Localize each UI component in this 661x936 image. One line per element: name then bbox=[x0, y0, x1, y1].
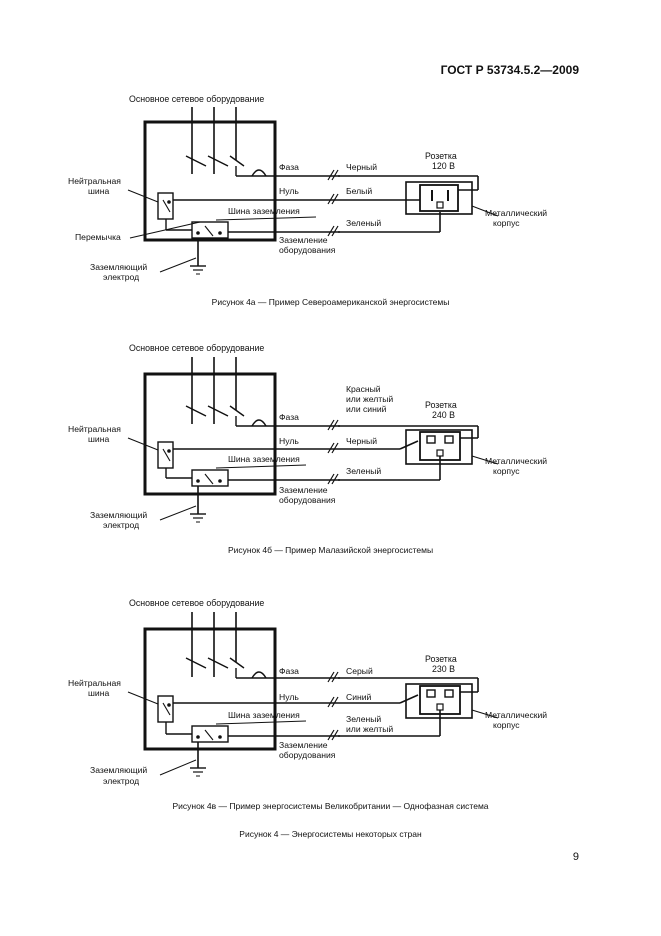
jumper-label: Перемычка bbox=[75, 232, 121, 242]
document-header: ГОСТ Р 53734.5.2—2009 bbox=[440, 63, 579, 77]
metal-case bbox=[405, 683, 473, 719]
equipment-box bbox=[143, 372, 277, 496]
metal-case bbox=[405, 181, 473, 215]
ground-bus bbox=[191, 221, 229, 239]
ground-bus bbox=[191, 725, 229, 743]
figure-caption-4b: Рисунок 4б — Пример Малазийской энергоси… bbox=[227, 545, 434, 555]
neutral-label: Нуль bbox=[279, 186, 299, 196]
diagram-svg: Основное сетевое оборудование Фаза Серый… bbox=[68, 598, 547, 786]
equipment-label: Основное сетевое оборудование bbox=[129, 598, 264, 608]
ground-bus bbox=[191, 469, 229, 487]
neutral-color-label: Синий bbox=[346, 692, 372, 702]
phase-label: Фаза bbox=[279, 412, 299, 422]
diagram-malaysia: Основное сетевое оборудование Фаза Красн… bbox=[0, 338, 661, 553]
equipment-label: Основное сетевое оборудование bbox=[129, 343, 264, 353]
figure-caption-4c: Рисунок 4в — Пример энергосистемы Велико… bbox=[172, 801, 489, 811]
ground-bus-label: Шина заземления bbox=[228, 454, 300, 464]
page-number: 9 bbox=[572, 851, 579, 863]
neutral-color-label: Черный bbox=[346, 436, 377, 446]
neutral-color-label: Белый bbox=[346, 186, 372, 196]
neutral-bus bbox=[157, 695, 174, 723]
figure-caption-4: Рисунок 4 — Энергосистемы некоторых стра… bbox=[239, 829, 422, 839]
neutral-label: Нуль bbox=[279, 692, 299, 702]
diagram-svg: Основное сетевое оборудование Фаза Черны… bbox=[68, 94, 547, 282]
metal-case bbox=[405, 429, 473, 465]
diagram-great-britain: Основное сетевое оборудование Фаза Серый… bbox=[0, 592, 661, 807]
ground-color-label: Зеленый bbox=[346, 466, 381, 476]
phase-color-label: Серый bbox=[346, 666, 373, 676]
diagram-svg: Основное сетевое оборудование Фаза Красн… bbox=[68, 343, 547, 530]
neutral-bus bbox=[157, 192, 174, 220]
neutral-bus bbox=[157, 441, 174, 469]
ground-bus-label: Шина заземления bbox=[228, 206, 300, 216]
phase-label: Фаза bbox=[279, 666, 299, 676]
equipment-label: Основное сетевое оборудование bbox=[129, 94, 264, 104]
equipment-box bbox=[143, 120, 277, 242]
socket-120v bbox=[419, 184, 459, 212]
neutral-label: Нуль bbox=[279, 436, 299, 446]
equipment-box bbox=[143, 627, 277, 751]
ground-color-label: Зеленый bbox=[346, 218, 381, 228]
phase-label: Фаза bbox=[279, 162, 299, 172]
diagram-north-america: Основное сетевое оборудование Фаза Черны… bbox=[0, 90, 661, 305]
phase-color-label: Черный bbox=[346, 162, 377, 172]
ground-bus-label: Шина заземления bbox=[228, 710, 300, 720]
figure-caption-4a: Рисунок 4а — Пример Североамериканской э… bbox=[211, 297, 450, 307]
